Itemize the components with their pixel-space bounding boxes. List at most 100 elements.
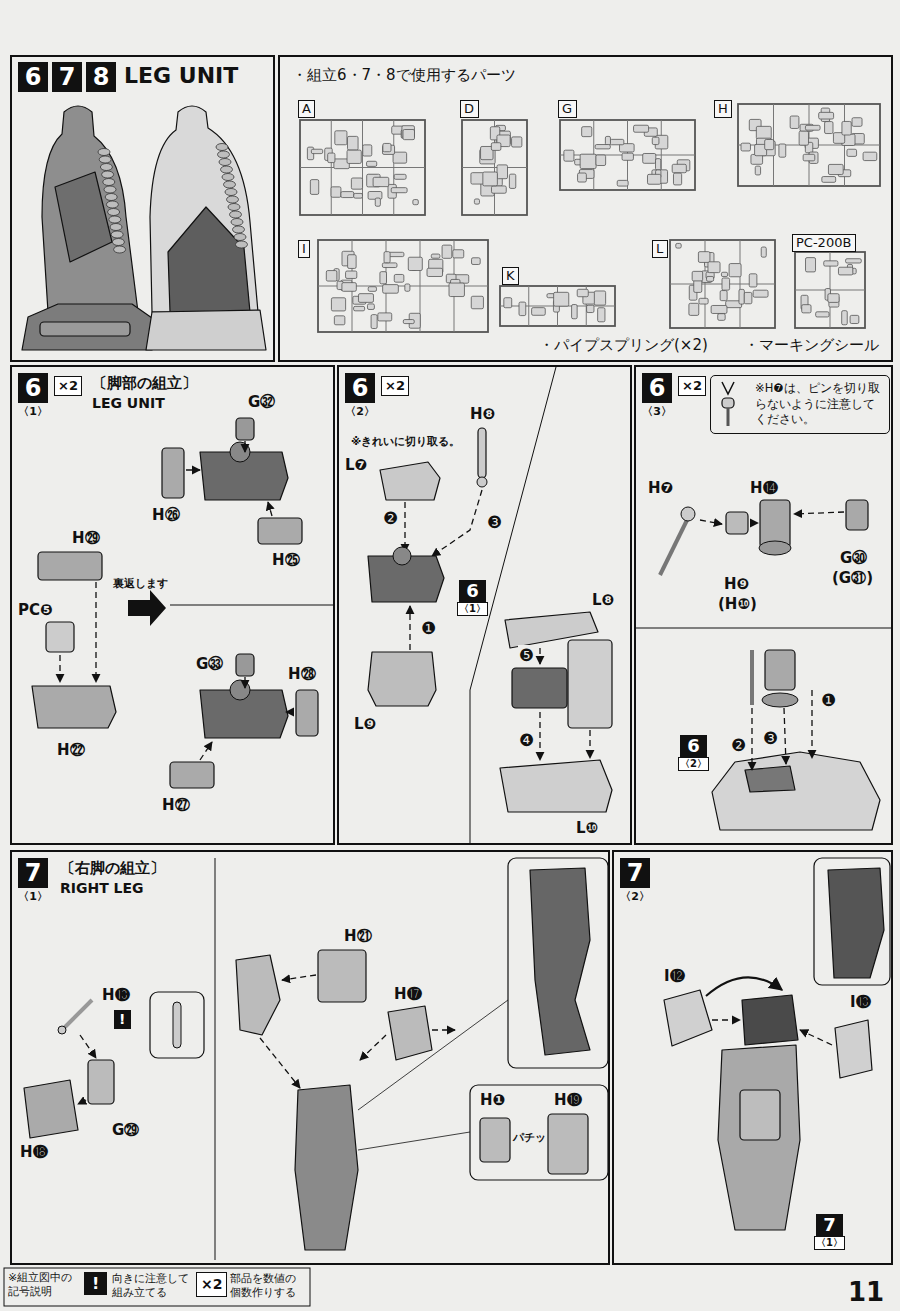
- pipe-spring: [105, 194, 117, 201]
- runner-frame: [670, 240, 775, 328]
- runner-part: [698, 252, 710, 263]
- runner-part: [643, 153, 656, 163]
- text-slot: ❷: [382, 508, 399, 528]
- runner-part: [825, 122, 833, 134]
- assembly-arrow: [244, 441, 245, 452]
- runner-part: [375, 198, 380, 206]
- part-drawing: [146, 310, 266, 350]
- part-drawing: [22, 304, 152, 350]
- runner-part: [741, 143, 750, 151]
- text-slot: I⓬: [662, 966, 687, 985]
- step-panel: 6〈3〉×2※H❼は、ピンを切り取らないように注意してください。6〈2〉: [634, 365, 893, 845]
- callout-label: H㉗: [160, 796, 192, 814]
- text-slot: G㉝: [194, 654, 225, 673]
- text-slot: H⓱: [392, 984, 424, 1003]
- step-number: 7: [18, 858, 48, 888]
- runner-part: [378, 313, 392, 321]
- runner-part: [729, 264, 741, 277]
- runner-part: [718, 314, 725, 321]
- runner-part: [371, 315, 377, 329]
- text-slot: 裏返します: [112, 572, 169, 591]
- runner-part: [721, 272, 727, 276]
- runner-part: [622, 153, 633, 160]
- text-slot: ❸: [486, 512, 503, 532]
- runner-part: [838, 267, 852, 275]
- runner-part: [846, 259, 862, 263]
- text-slot: !: [84, 1272, 107, 1295]
- runner-part: [394, 174, 406, 179]
- runner-part: [347, 150, 361, 163]
- runner-part: [617, 180, 628, 186]
- runner-part: [753, 290, 768, 297]
- runner-frame: [300, 120, 425, 215]
- runner-part: [554, 292, 569, 306]
- runner-part: [335, 131, 347, 145]
- runner-part: [341, 192, 354, 198]
- runner-part: [596, 155, 606, 166]
- runner-part: [504, 298, 512, 308]
- runner-tag: PC-200B: [792, 234, 856, 252]
- pipe-spring: [104, 186, 116, 193]
- text-slot: ❶: [420, 618, 437, 638]
- part-drawing: [55, 172, 112, 262]
- runner-part: [850, 315, 859, 323]
- pipe-spring: [112, 239, 124, 246]
- runner-part: [346, 271, 357, 278]
- pipe-spring: [106, 201, 118, 208]
- text-slot: L❿: [574, 818, 600, 837]
- reference-badge: 6〈1〉: [457, 580, 488, 616]
- text-slot: I⓭: [848, 992, 873, 1011]
- sub-step: 〈1〉: [18, 405, 48, 418]
- part-drawing: [168, 207, 250, 312]
- text-slot: 7: [52, 62, 82, 92]
- callout-label: H❼: [646, 479, 675, 497]
- leg-unit-figure: [22, 106, 266, 350]
- text-slot: 8: [86, 62, 116, 92]
- divider-line: [358, 1000, 508, 1110]
- order-number: ❸: [762, 728, 779, 748]
- runner-part: [431, 254, 440, 258]
- runner-tag: G: [558, 100, 577, 118]
- part-drawing: [548, 1114, 588, 1174]
- runner-part: [824, 261, 838, 266]
- callout-label: H⓲: [18, 1143, 50, 1161]
- runner-part: [413, 200, 418, 205]
- reference-step: 7: [816, 1214, 843, 1236]
- text-slot: 〔右脚の組立〕: [60, 858, 165, 877]
- part-drawing: [500, 760, 612, 812]
- runner-part: [577, 289, 588, 296]
- part-drawing: [24, 1080, 78, 1138]
- part-drawing: [480, 1118, 510, 1162]
- text-slot: 6: [642, 373, 672, 403]
- part-drawing: [170, 762, 214, 788]
- assembly-arrow: [539, 648, 540, 664]
- runner-frame: [500, 286, 615, 326]
- part-drawing: [162, 448, 184, 498]
- assembly-arrow: [78, 1100, 86, 1104]
- part-drawing: [150, 106, 258, 312]
- runner-part: [497, 165, 507, 179]
- text-slot: 6: [18, 62, 48, 92]
- runner-part: [708, 262, 720, 273]
- runner-part: [363, 145, 372, 156]
- runner-part: [828, 164, 843, 174]
- rotate-arrow: [706, 977, 782, 996]
- runner-part: [847, 149, 857, 156]
- callout-label: L❿: [574, 819, 600, 837]
- runner-part: [393, 152, 407, 163]
- callout-label: L❽: [590, 591, 616, 609]
- runner-part: [310, 180, 318, 195]
- runner-part: [427, 268, 443, 276]
- part-drawing: [230, 442, 250, 462]
- text-slot: LEG UNIT: [92, 393, 165, 412]
- runner-tag: A: [298, 100, 315, 118]
- runner-part: [790, 116, 799, 128]
- runner-part: [509, 174, 515, 188]
- reference-badge: 6〈2〉: [678, 735, 709, 771]
- text-slot: (H❿): [716, 594, 759, 613]
- callout-label: G㉝: [194, 655, 225, 673]
- page-number: 11: [848, 1278, 884, 1307]
- pipe-spring: [111, 231, 123, 238]
- divider-line: [634, 628, 893, 629]
